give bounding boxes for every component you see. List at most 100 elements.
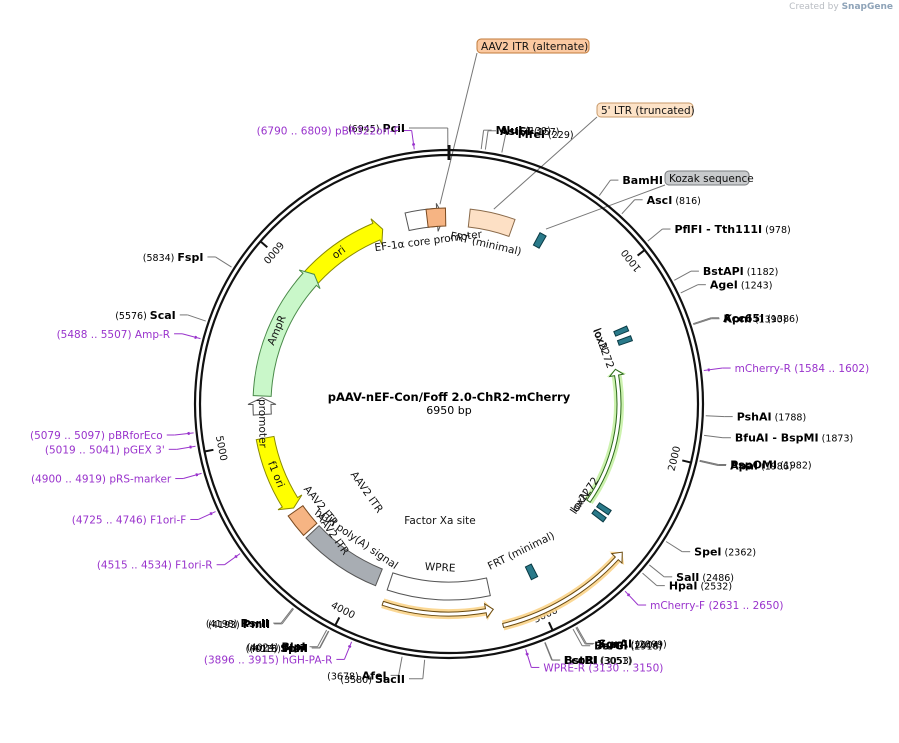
enzyme-leader: [704, 434, 723, 439]
primer-label-hgh-pa-r: (3896 .. 3915) hGH-PA-R: [204, 654, 333, 666]
chr2-feature: [586, 368, 625, 503]
enzyme-label-xcmi: XcmI (2904): [597, 638, 662, 651]
scale-tick-label: 5000: [213, 435, 229, 462]
callout-leader: [545, 184, 666, 230]
enzyme-label-mlui: MluI (139): [496, 124, 551, 137]
enzyme-label-spei: SpeI (2362): [694, 546, 756, 559]
f1ori-feature: [255, 435, 303, 511]
enzyme-label-bstapi: BstAPI (1182): [703, 265, 778, 278]
enzyme-leader: [575, 627, 586, 645]
primer-site-mark: [348, 644, 352, 648]
primer-leader: [525, 649, 532, 668]
enzyme-label-bsrgi: BsrGI (2918): [594, 640, 662, 653]
frt-top-feature: [467, 208, 516, 238]
enzyme-leader: [572, 628, 583, 646]
enzyme-label-bstbi: BstBI (3051): [564, 654, 631, 667]
frt-top-label: FRT (minimal): [449, 230, 523, 258]
primer-label-pbr322ori-f: (6790 .. 6809) pBR322ori-F: [257, 126, 400, 138]
enzyme-leader: [319, 630, 330, 649]
enzyme-leader: [484, 130, 489, 150]
primer-site-mark: [209, 511, 213, 516]
enzyme-label-scai: (5576) ScaI: [115, 309, 176, 322]
callout-box: [664, 170, 750, 186]
enzyme-leader: [480, 130, 485, 150]
scale-tick-label: 4000: [329, 600, 357, 621]
primer-leader: [343, 641, 353, 660]
primer-label-mcherry-f: mCherry-F (2631 .. 2650): [650, 600, 783, 612]
scale-tick-label: 6000: [260, 239, 285, 265]
enzyme-leader: [576, 626, 587, 644]
enzyme-label-agei: AgeI (1243): [710, 279, 773, 292]
enzyme-leader: [674, 270, 692, 281]
enzyme-leader: [692, 317, 712, 325]
primer-leader: [624, 590, 639, 606]
primer-label-f1ori-r: (4515 .. 4534) F1ori-R: [97, 560, 213, 572]
primer-leader: [176, 445, 196, 450]
primer-leader: [198, 511, 216, 520]
primer-leader: [174, 432, 194, 436]
primer-label-pbrforeco: (5079 .. 5097) pBRforEco: [30, 430, 163, 442]
enzyme-leader: [621, 199, 636, 215]
scale-tick: [259, 240, 268, 248]
enzyme-leader: [501, 133, 507, 153]
primer-label-amp-r: (5488 .. 5507) Amp-R: [57, 329, 171, 341]
primer-leader: [411, 130, 415, 150]
callout-leader: [439, 52, 478, 205]
primer-site-mark: [626, 593, 631, 597]
enzyme-label-blpi: (4024) BlpI: [247, 641, 306, 654]
primer-label-mcherry-r: mCherry-R (1584 .. 1602): [735, 363, 870, 375]
ori-feature: [295, 218, 384, 294]
ampr-feature: [252, 269, 321, 397]
enzyme-label-ecori: EcoRI (3053): [564, 654, 633, 667]
kozak-feature: [532, 231, 547, 249]
enzyme-leader: [642, 572, 658, 587]
enzyme-label-sacii: (3580) SacII: [340, 673, 405, 686]
label-leader-lines: [166, 52, 733, 680]
primer-site-mark: [525, 652, 529, 656]
enzyme-leader: [422, 659, 426, 679]
loxN-1-feature: [613, 325, 630, 337]
primer-leader: [183, 472, 202, 480]
enzyme-leader: [281, 608, 295, 625]
callout-box: [596, 102, 694, 118]
frt-bottom-label: FRT (minimal): [486, 530, 557, 573]
enzyme-label-nsii: (4015) NsiI: [249, 642, 307, 655]
lox2272-1-label: lox2272: [591, 327, 617, 371]
scale-tick: [682, 459, 692, 464]
enzyme-label-sphi: (4013) SphI: [246, 642, 308, 655]
enzyme-leader: [705, 415, 725, 418]
enzyme-label-pmli: (4193) PmlI: [208, 618, 270, 631]
enzyme-label-sgrai: SgrAI (2899): [598, 637, 666, 650]
scale-tick-label: 2000: [667, 445, 684, 472]
created-by-text: Created by: [789, 2, 839, 12]
itr-bottom-feature: [287, 504, 318, 537]
enzyme-label-afei: (3678) AfeI: [327, 669, 386, 682]
enzyme-leader: [598, 179, 611, 196]
itr-top-feature: [425, 207, 447, 228]
primer-site-mark: [234, 554, 238, 559]
enzyme-leader: [693, 318, 712, 326]
chr2-highlight: [584, 369, 627, 504]
label-layer: MluI (139)AsiSI (157)MfeI (229)BamHI (69…: [30, 38, 870, 686]
factor-xa: Factor Xa site: [404, 515, 475, 527]
primer-label-pgex-3-: (5019 .. 5041) pGEX 3': [45, 444, 165, 456]
enzyme-leader: [699, 460, 719, 466]
enzyme-label-rsrii: (4198) RsrII: [206, 617, 269, 630]
lox2272-2-feature: [596, 502, 612, 516]
primer-site-mark: [194, 335, 197, 339]
enzyme-label-fspi: (5834) FspI: [143, 251, 204, 264]
callout-5-ltr-truncated-: 5' LTR (truncated): [596, 102, 695, 118]
enzyme-label-pflfi-tth111i: PflFI - Tth111I (978): [674, 223, 790, 236]
scale-tick: [636, 249, 646, 257]
ampr-promoter-feature: [247, 397, 277, 416]
primer-leader: [224, 553, 241, 566]
enzyme-leader: [699, 459, 719, 465]
lox2272-1-feature: [616, 335, 634, 346]
callout-kozak-sequence: Kozak sequence: [664, 170, 754, 186]
enzyme-leader: [647, 228, 663, 242]
enzyme-label-apai: ApaI (1986): [730, 459, 793, 472]
primer-leader: [181, 333, 201, 340]
primer-leader: [703, 367, 723, 372]
callout-text: AAV2 ITR (alternate): [481, 41, 588, 53]
